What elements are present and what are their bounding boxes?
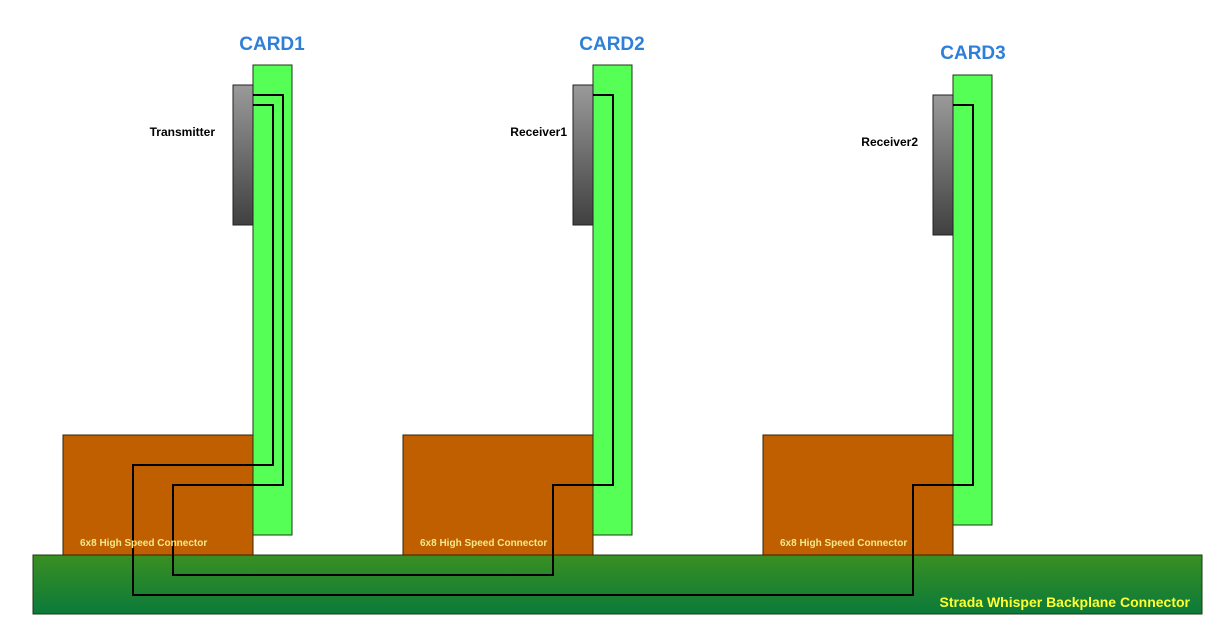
- card1-connector: [62, 434, 254, 556]
- receiver2-label: Receiver2: [861, 135, 918, 149]
- wire-card1-to-card3: [132, 104, 974, 596]
- wire-card1-to-card2: [172, 94, 614, 576]
- card3-connector-label: 6x8 High Speed Connector: [780, 538, 907, 549]
- transmitter-label: Transmitter: [150, 125, 216, 139]
- transmitter-device: [232, 84, 254, 226]
- receiver2-device: [932, 94, 954, 236]
- card3-connector: [762, 434, 954, 556]
- card2-title: CARD2: [579, 34, 644, 55]
- backplane-label: Strada Whisper Backplane Connector: [939, 594, 1190, 610]
- card2-connector-label: 6x8 High Speed Connector: [420, 538, 547, 549]
- receiver1-label: Receiver1: [510, 125, 567, 139]
- receiver1-device: [572, 84, 594, 226]
- backplane-board: [32, 554, 1203, 615]
- card1-connector-label: 6x8 High Speed Connector: [80, 538, 207, 549]
- card3-title: CARD3: [940, 43, 1005, 64]
- card2-connector: [402, 434, 594, 556]
- card1-title: CARD1: [239, 34, 305, 55]
